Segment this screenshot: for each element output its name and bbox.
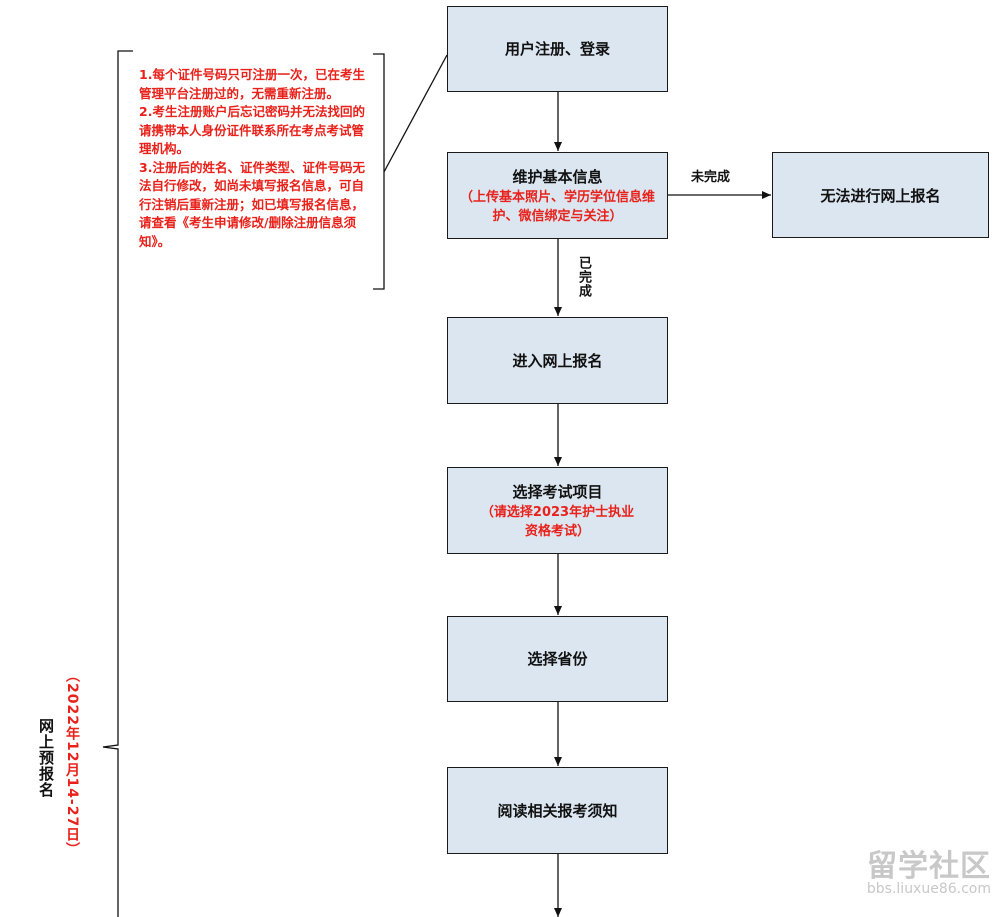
step-select-province: 选择省份 xyxy=(447,616,668,702)
step-register-title: 用户注册、登录 xyxy=(504,40,610,58)
cannot-register-box: 无法进行网上报名 xyxy=(772,152,989,238)
stage-date: （2022年12月14-27日） xyxy=(64,668,80,858)
note-3: 3.注册后的姓名、证件类型、证件号码无法自行修改，如尚未填写报名信息，可自行注销… xyxy=(139,159,365,249)
notes-bracket xyxy=(373,53,385,290)
step-basic-info-title: 维护基本信息 xyxy=(512,167,603,186)
cannot-register-title: 无法进行网上报名 xyxy=(820,186,941,205)
watermark-url: bbs.liuxue86.com xyxy=(866,881,991,897)
step-select-exam-note: （请选择2023年护士执业资格考试） xyxy=(480,504,635,539)
step-read-notice: 阅读相关报考须知 xyxy=(447,767,668,854)
step-enroll-online-title: 进入网上报名 xyxy=(512,351,603,370)
step-basic-info-note: （上传基本照片、学历学位信息维护、微信绑定与关注） xyxy=(459,189,655,224)
note-1: 1.每个证件号码只可注册一次，已在考生管理平台注册过的，无需重新注册。 xyxy=(139,67,365,101)
step-select-exam: 选择考试项目 （请选择2023年护士执业资格考试） xyxy=(447,467,668,554)
step-enroll-online: 进入网上报名 xyxy=(447,317,668,404)
site-watermark: 留学社区 bbs.liuxue86.com xyxy=(867,841,991,897)
step-basic-info: 维护基本信息 （上传基本照片、学历学位信息维护、微信绑定与关注） xyxy=(447,152,668,239)
notes-leader xyxy=(383,54,448,173)
step-select-exam-title: 选择考试项目 xyxy=(512,482,603,501)
label-incomplete: 未完成 xyxy=(691,170,731,185)
note-2: 2.考生注册账户后忘记密码并无法找回的请携带本人身份证件联系所在考点考试管理机构… xyxy=(139,104,365,156)
step-select-province-title: 选择省份 xyxy=(527,650,588,668)
left-brace xyxy=(102,50,133,917)
stage-label: 网上预报名 xyxy=(37,718,55,798)
label-complete: 已完成 xyxy=(576,256,591,298)
step-register: 用户注册、登录 xyxy=(447,6,668,92)
watermark-logo-text: 留学社区 xyxy=(867,849,991,884)
registration-notes: 1.每个证件号码只可注册一次，已在考生管理平台注册过的，无需重新注册。 2.考生… xyxy=(139,66,371,251)
step-read-notice-title: 阅读相关报考须知 xyxy=(497,801,618,820)
